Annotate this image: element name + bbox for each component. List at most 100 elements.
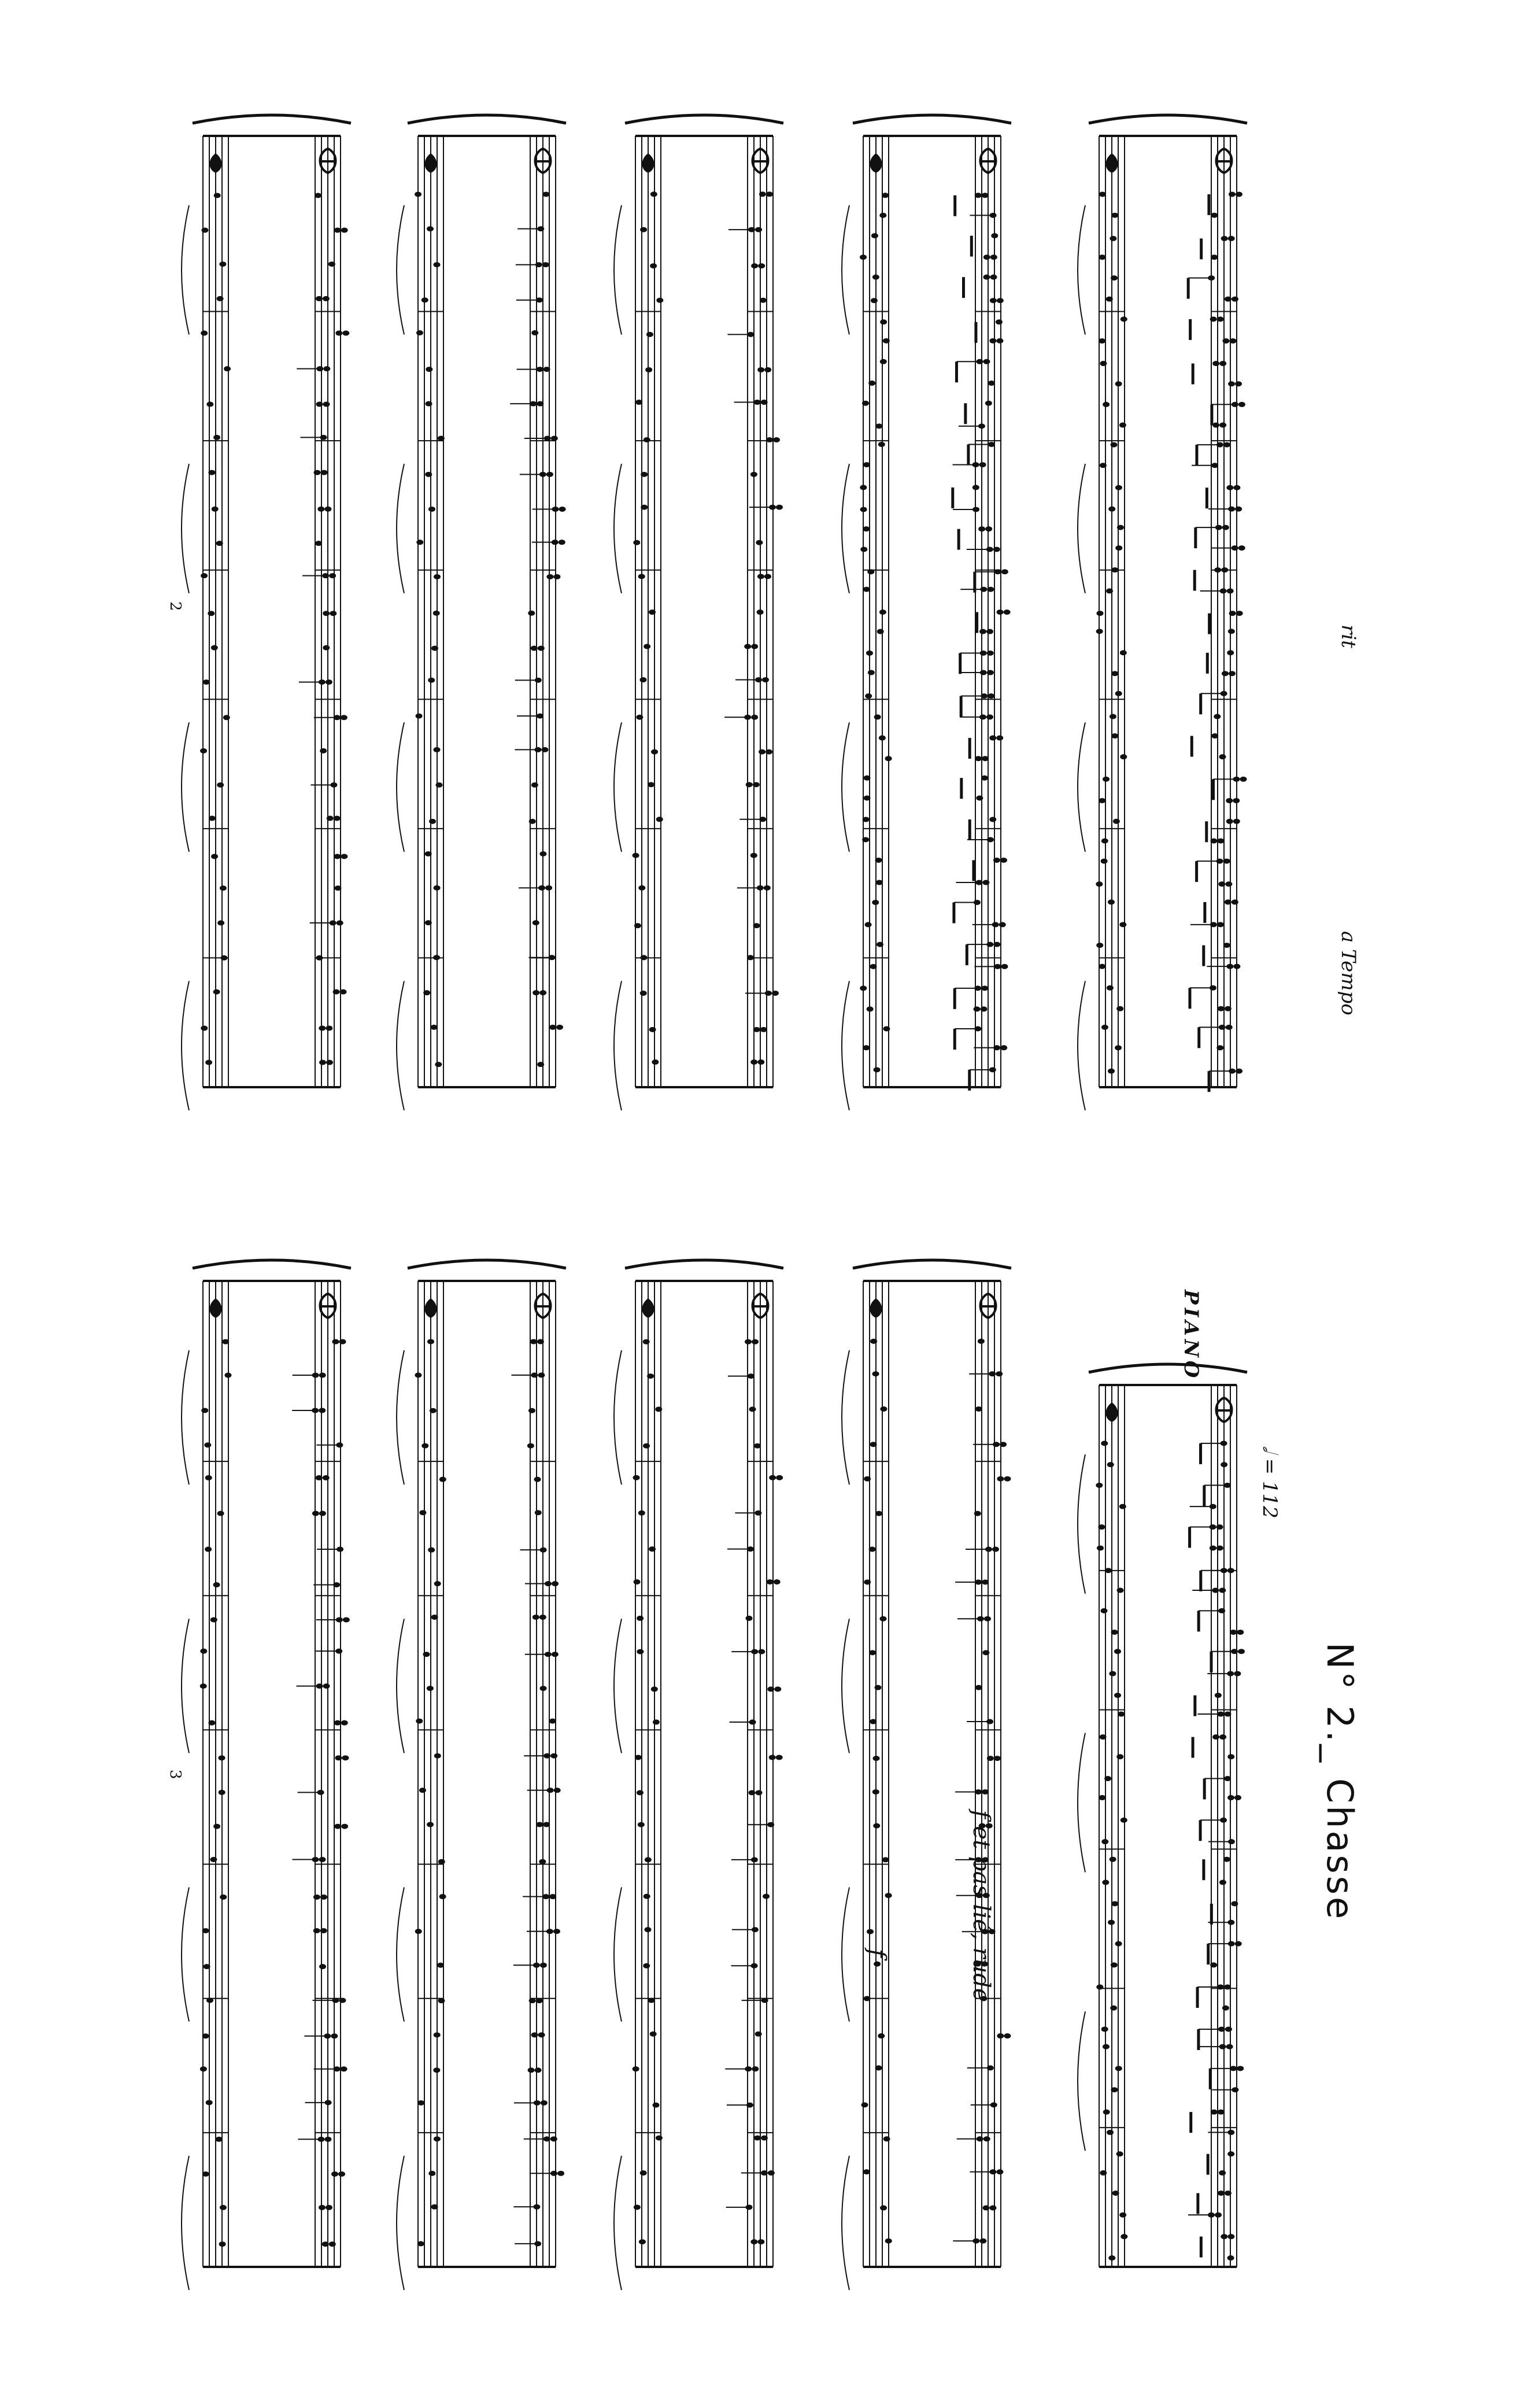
note-head — [750, 471, 757, 477]
note-head — [996, 2169, 1004, 2175]
note-head — [643, 1963, 650, 1968]
note-head — [1226, 485, 1234, 490]
note-head — [873, 1823, 881, 1829]
note-head — [988, 381, 995, 386]
note-head — [880, 2205, 887, 2211]
note-head — [419, 1787, 426, 1793]
note-head — [863, 1996, 871, 2001]
note-head — [875, 880, 883, 885]
note-head — [1214, 714, 1221, 719]
note-head — [543, 1822, 550, 1827]
slur — [181, 2155, 190, 2291]
note-head — [425, 401, 432, 407]
note-head — [867, 569, 875, 575]
note-head — [880, 1406, 887, 1412]
note-head — [424, 920, 432, 926]
treble-clef-icon — [979, 147, 997, 175]
note-head — [885, 2238, 892, 2244]
note-head — [990, 274, 997, 280]
slur — [613, 1887, 622, 2022]
note-head — [757, 367, 765, 372]
note-head — [639, 990, 647, 996]
note-head — [974, 1510, 981, 1516]
note-head — [431, 2204, 438, 2210]
note-head — [652, 1719, 660, 1725]
note-head — [1114, 1693, 1122, 1698]
note-head — [213, 193, 221, 198]
note-head — [1233, 485, 1241, 490]
instrument-label: PIANO — [1179, 1290, 1203, 1382]
note-head — [759, 191, 766, 197]
note-head — [982, 1579, 989, 1585]
note-head — [1119, 2212, 1127, 2218]
note-head — [553, 574, 561, 579]
note-head — [1111, 1629, 1118, 1635]
note-head — [319, 1059, 327, 1065]
note-head — [1227, 2234, 1235, 2240]
note-head — [534, 2067, 542, 2073]
note-head — [882, 338, 890, 344]
note-head — [1221, 1462, 1228, 1468]
note-head — [1096, 1984, 1104, 1990]
note-head — [433, 747, 441, 752]
treble-clef-icon — [319, 147, 337, 175]
note-head — [557, 2170, 565, 2176]
treble-clef-icon — [534, 147, 552, 175]
note-head — [878, 2033, 885, 2039]
note-head — [545, 885, 553, 891]
note-head — [644, 1857, 652, 1863]
note-head — [773, 1579, 781, 1585]
note-head — [202, 1928, 209, 1934]
note-head — [1223, 1856, 1230, 1862]
note-head — [989, 2205, 997, 2211]
bass-clef-icon — [1105, 153, 1118, 173]
note-head — [1219, 2170, 1226, 2176]
note-head — [1111, 212, 1119, 218]
note-head — [1119, 650, 1127, 656]
metronome-marking: 𝅗𝅥 = 112 — [1258, 1446, 1281, 1519]
note-head — [982, 2205, 990, 2211]
slur — [181, 722, 190, 852]
note-head — [213, 989, 220, 995]
note-head — [1099, 963, 1106, 969]
note-head — [316, 401, 323, 407]
note-head — [636, 1790, 644, 1796]
note-head — [532, 920, 539, 926]
note-head — [643, 1443, 650, 1449]
note-head — [655, 1406, 663, 1412]
note-head — [1224, 2190, 1232, 2196]
note-head — [213, 1823, 221, 1829]
note-head — [872, 274, 879, 280]
note-head — [865, 693, 872, 699]
note-head — [219, 2241, 226, 2247]
note-head — [745, 782, 753, 788]
note-head — [1237, 2066, 1244, 2071]
note-head — [983, 359, 990, 364]
note-head — [326, 815, 334, 821]
note-head — [751, 714, 759, 720]
note-head — [639, 677, 647, 683]
note-head — [755, 2031, 762, 2037]
note-head — [219, 885, 227, 891]
note-head — [319, 1025, 326, 1031]
note-head — [750, 852, 757, 858]
note-head — [339, 989, 347, 995]
note-head — [1118, 1711, 1125, 1717]
note-head — [776, 504, 783, 510]
note-head — [759, 297, 767, 303]
note-head — [323, 611, 330, 616]
note-head — [1112, 818, 1120, 824]
system-brace — [1088, 1362, 1248, 1374]
note-head — [201, 1025, 208, 1031]
bass-clef-icon — [870, 153, 882, 173]
slur — [841, 205, 850, 335]
note-head — [1109, 714, 1116, 719]
note-head — [1212, 361, 1220, 367]
note-head — [883, 1026, 890, 1032]
note-head — [983, 2136, 990, 2142]
note-head — [774, 1686, 782, 1692]
note-head — [989, 298, 997, 304]
note-head — [1004, 2033, 1011, 2039]
note-head — [862, 817, 870, 822]
note-head — [759, 749, 766, 755]
